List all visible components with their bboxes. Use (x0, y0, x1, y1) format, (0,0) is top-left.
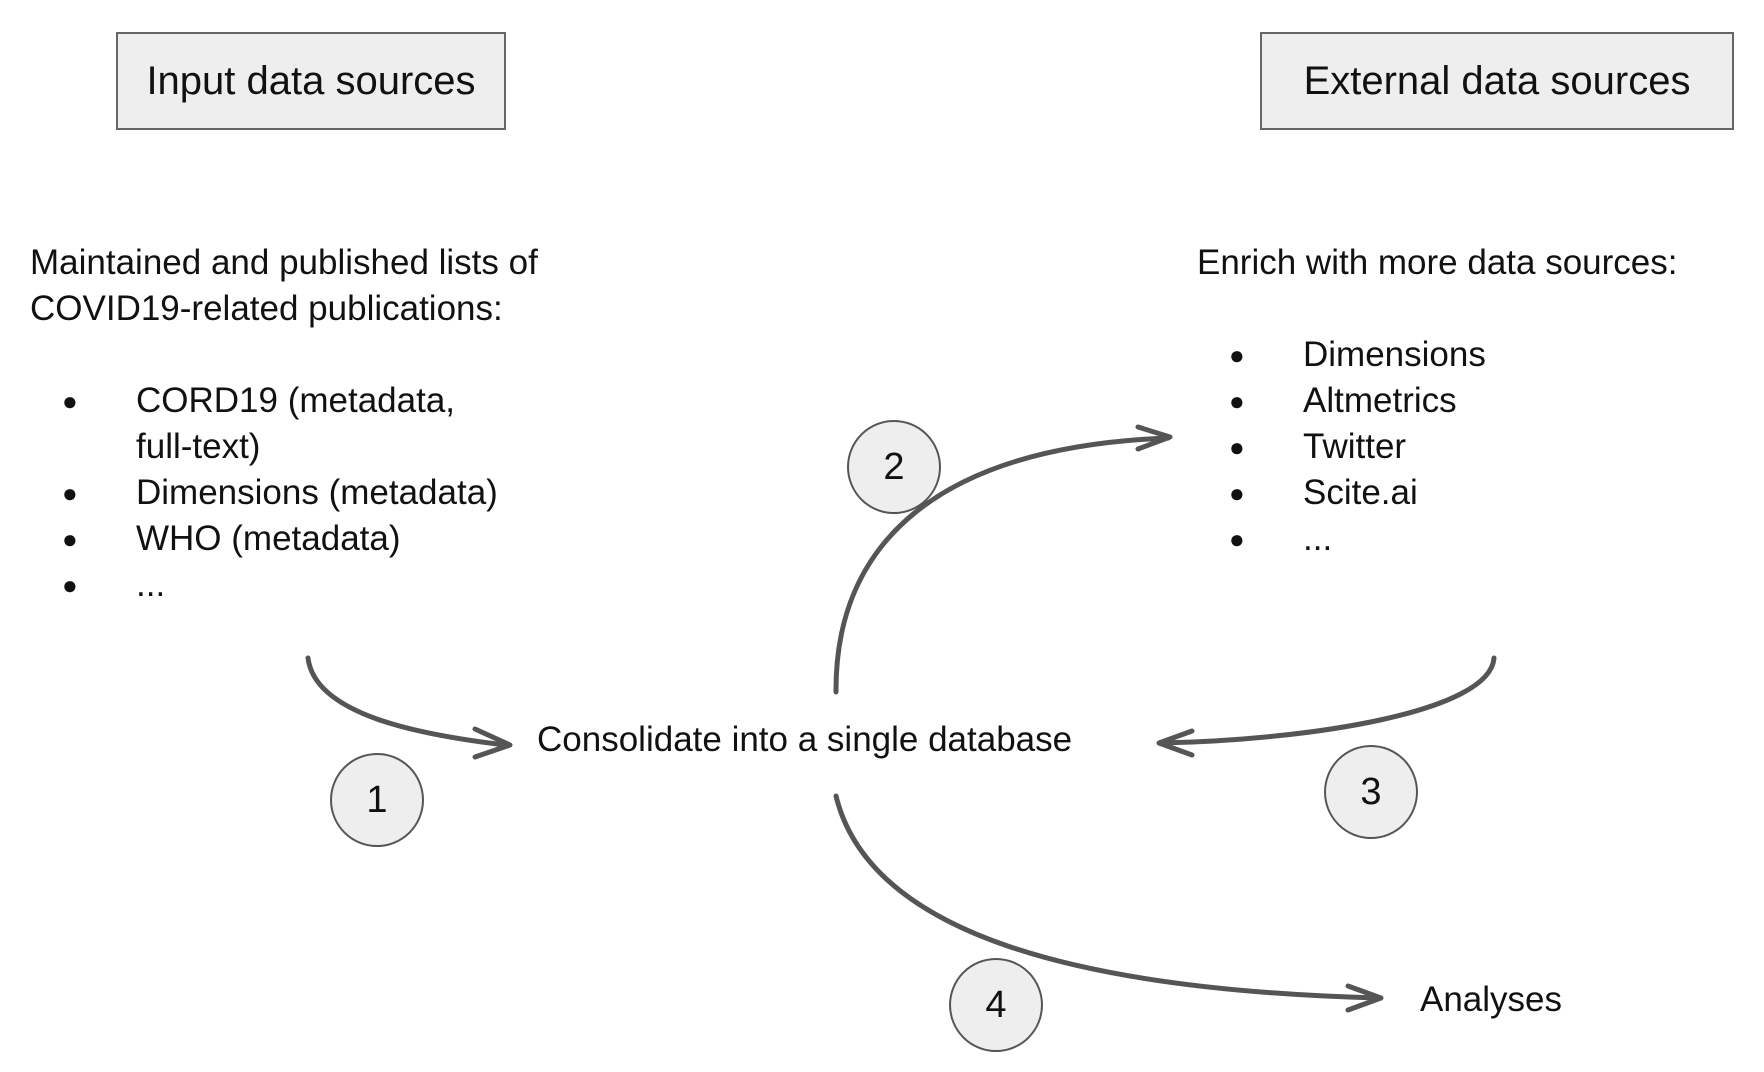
arrow-step-2 (833, 435, 1171, 695)
input-description-line-2: COVID19-related publications: (30, 289, 503, 328)
arrow-step-4 (833, 793, 1381, 1001)
input-sources-description: Maintained and published lists of COVID1… (30, 240, 650, 332)
external-sources-description: Enrich with more data sources: (1197, 243, 1678, 282)
list-item: Twitter (1229, 424, 1649, 470)
consolidate-label: Consolidate into a single database (537, 720, 1073, 759)
arrow-step-1-head (472, 726, 513, 760)
input-data-sources-box: Input data sources (116, 32, 506, 130)
analyses-label: Analyses (1420, 980, 1563, 1019)
list-item: ... (1229, 516, 1649, 562)
external-data-sources-label: External data sources (1303, 58, 1691, 103)
input-item-who: WHO (metadata) (136, 519, 401, 558)
list-item: Dimensions (metadata) (62, 470, 582, 516)
step-4-badge: 4 (949, 958, 1043, 1052)
arrow-step-3-head (1156, 728, 1195, 758)
list-item: WHO (metadata) (62, 516, 582, 562)
arrow-step-4-head (1345, 983, 1384, 1013)
step-1-badge: 1 (330, 753, 424, 847)
input-sources-list: CORD19 (metadata, full-text) Dimensions … (62, 378, 582, 608)
input-item-cord19-line-1: CORD19 (metadata, (136, 381, 456, 420)
input-item-dimensions: Dimensions (metadata) (136, 473, 498, 512)
input-data-sources-label: Input data sources (146, 58, 476, 103)
external-sources-list: Dimensions Altmetrics Twitter Scite.ai .… (1229, 332, 1649, 562)
list-item: Dimensions (1229, 332, 1649, 378)
external-data-sources-box: External data sources (1260, 32, 1734, 130)
arrow-step-1 (305, 655, 508, 748)
list-item: Altmetrics (1229, 378, 1649, 424)
list-item: Scite.ai (1229, 470, 1649, 516)
arrow-step-3 (1158, 655, 1497, 746)
step-3-badge: 3 (1324, 745, 1418, 839)
list-item: CORD19 (metadata, full-text) (62, 378, 582, 470)
step-2-badge: 2 (847, 420, 941, 514)
arrow-step-2-head (1135, 424, 1173, 452)
input-description-line-1: Maintained and published lists of (30, 243, 538, 282)
input-item-ellipsis: ... (136, 565, 166, 604)
list-item: ... (62, 562, 582, 608)
input-item-cord19-line-2: full-text) (136, 427, 261, 466)
